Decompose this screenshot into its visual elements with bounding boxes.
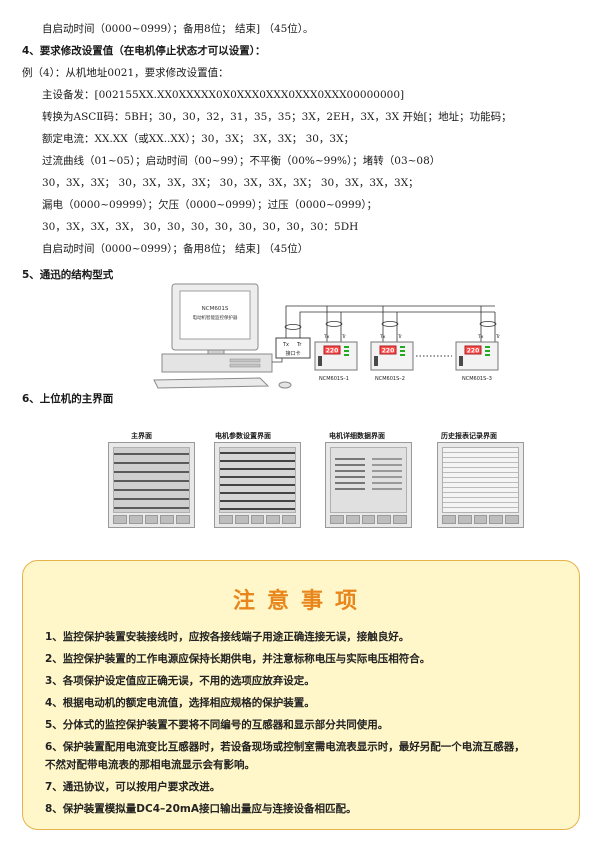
device-1-tr: Tr — [341, 334, 346, 340]
text-line-autostart-2: 自启动时间（0000~0999）；备用8位； 结束] （45位） — [42, 243, 309, 255]
bus-line-tr — [299, 311, 495, 338]
screenshot-history — [437, 442, 524, 528]
device-3-label: NCM601S–3 — [462, 376, 492, 382]
card-label: 接口卡 — [285, 350, 300, 357]
text-line-autostart-1: 自启动时间（0000~0999）；备用8位； 结束] （45位）。 — [42, 23, 314, 35]
monitor-text-1: NCM601S — [202, 306, 229, 312]
example-4-heading: 例（4）：从机地址0021，要求修改设置值： — [22, 67, 229, 79]
notice-title: 注意事项 — [232, 589, 369, 614]
text-line-codes-2: 30，3X，3X，3X， 30，30，30，30，30，30，30，30：5DH — [42, 221, 359, 233]
device-3-tx: Tx — [477, 334, 484, 340]
section-5-heading: 5、通迅的结构型式 — [22, 269, 114, 281]
section-6-heading: 6、上位机的主界面 — [22, 393, 114, 405]
text-line-master-send: 主设备发：[002155XX.XX0XXXXX0X0XXX0XXX0XXX0XX… — [42, 89, 405, 101]
device-2-tr: Tr — [397, 334, 402, 340]
device-1-display: 220 — [326, 348, 339, 355]
section-4-heading: 4、要求修改设置值（在电机停止状态才可以设置）： — [22, 45, 266, 57]
computer-monitor: NCM601S 电动机智能监控保护器 — [171, 283, 259, 355]
device-1-tx: Tx — [323, 334, 330, 340]
notice-item-8: 8、保护装置模拟量DC4–20mA接口输出量应与连接设备相匹配。 — [45, 803, 357, 815]
device-2-label: NCM601S–2 — [375, 376, 405, 382]
communication-diagram: NCM601S 电动机智能监控保护器 Tx Tr 接口卡 T — [150, 282, 530, 392]
screenshot-details — [325, 442, 412, 528]
text-line-codes-1: 30，3X，3X； 30，3X，3X，3X； 30，3X，3X，3X； 30，3… — [42, 177, 419, 189]
text-line-overcurrent: 过流曲线（01~05）；启动时间（00~99）；不平衡（00%~99%）；堵转（… — [42, 155, 441, 167]
text-line-leakage: 漏电（0000~09999）；欠压（0000~0999）；过压（0000~099… — [42, 199, 378, 211]
notice-item-3: 3、各项保护设定值应正确无误，不用的选项应放弃设定。 — [45, 675, 315, 687]
device-2-display: 220 — [382, 348, 395, 355]
shot-label-params: 电机参数设置界面 — [215, 432, 271, 440]
shot-label-main: 主界面 — [131, 432, 152, 440]
device-3-display: 220 — [467, 348, 480, 355]
bus-line-tx — [285, 305, 495, 338]
interface-card: Tx Tr 接口卡 — [275, 337, 311, 359]
text-line-rated-current: 额定电流：XX.XX（或XX..XX）；30，3X； 3X，3X； 30，3X； — [42, 133, 355, 145]
notice-item-4: 4、根据电动机的额定电流值，选择相应规格的保护装置。 — [45, 697, 315, 709]
device-2-tx: Tx — [379, 334, 386, 340]
device-2: Tx Tr 220 NCM601S–2 — [370, 306, 414, 382]
notice-item-7: 7、通迅协议，可以按用户要求改进。 — [45, 781, 221, 793]
notice-item-6: 6、保护装置配用电流变比互感器时，若设备现场或控制室需电流表显示时，最好另配一个… — [45, 741, 525, 753]
notice-item-6-cont: 不然对配带电流表的那相电流显示会有影响。 — [45, 759, 255, 771]
diagram-svg: NCM601S 电动机智能监控保护器 Tx Tr 接口卡 T — [153, 283, 500, 389]
shot-label-history: 历史报表记录界面 — [441, 432, 497, 440]
monitor-text-2: 电动机智能监控保护器 — [193, 314, 238, 321]
screenshot-params — [214, 442, 301, 528]
device-3-tr: Tr — [495, 334, 500, 340]
device-1-label: NCM601S–1 — [319, 376, 349, 382]
notice-item-2: 2、监控保护装置的工作电源应保持长期供电，并注意标称电压与实际电压相符合。 — [45, 653, 431, 665]
notice-item-1: 1、监控保护装置安装接线时，应按各接线端子用途正确连接无误，接触良好。 — [45, 631, 410, 643]
keyboard — [153, 377, 270, 389]
shot-label-details: 电机详细数据界面 — [329, 432, 385, 440]
screenshot-main — [108, 442, 195, 528]
mouse — [278, 381, 292, 389]
device-1: Tx Tr 220 NCM601S–1 — [314, 306, 358, 382]
computer-case — [161, 353, 273, 373]
device-3: Tx Tr 220 NCM601S–3 — [455, 306, 500, 382]
card-tx-label: Tx — [282, 342, 289, 348]
notice-box: 注意事项 1、监控保护装置安装接线时，应按各接线端子用途正确连接无误，接触良好。… — [22, 560, 580, 830]
notice-item-5: 5、分体式的监控保护装置不要将不同编号的互感器和显示部分共同使用。 — [45, 719, 389, 731]
text-line-ascii: 转换为ASCⅡ码：5BH；30，30，32，31，35，35；3X，2EH，3X… — [42, 111, 512, 123]
card-tr-label: Tr — [296, 342, 302, 348]
